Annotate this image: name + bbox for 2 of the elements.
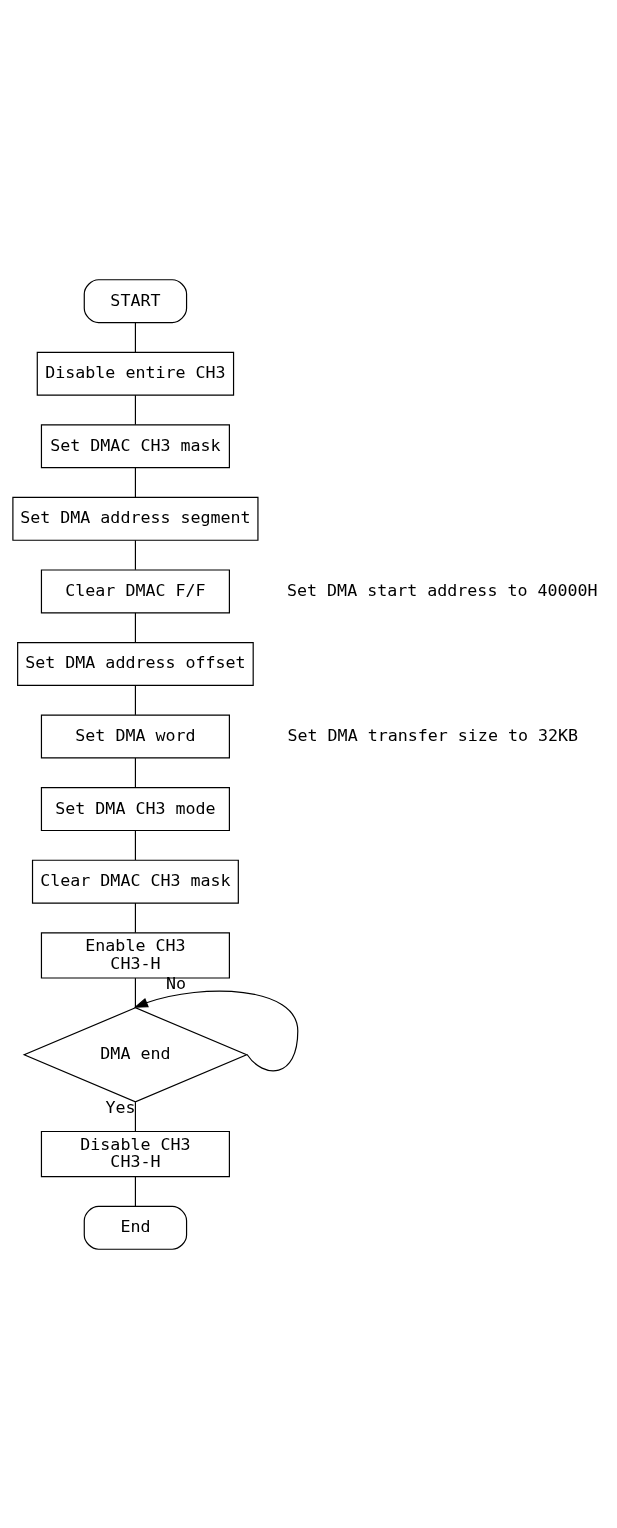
label: Set DMA transfer size to 32KB (287, 725, 579, 745)
label: Set DMA start address to 40000H (287, 580, 598, 600)
